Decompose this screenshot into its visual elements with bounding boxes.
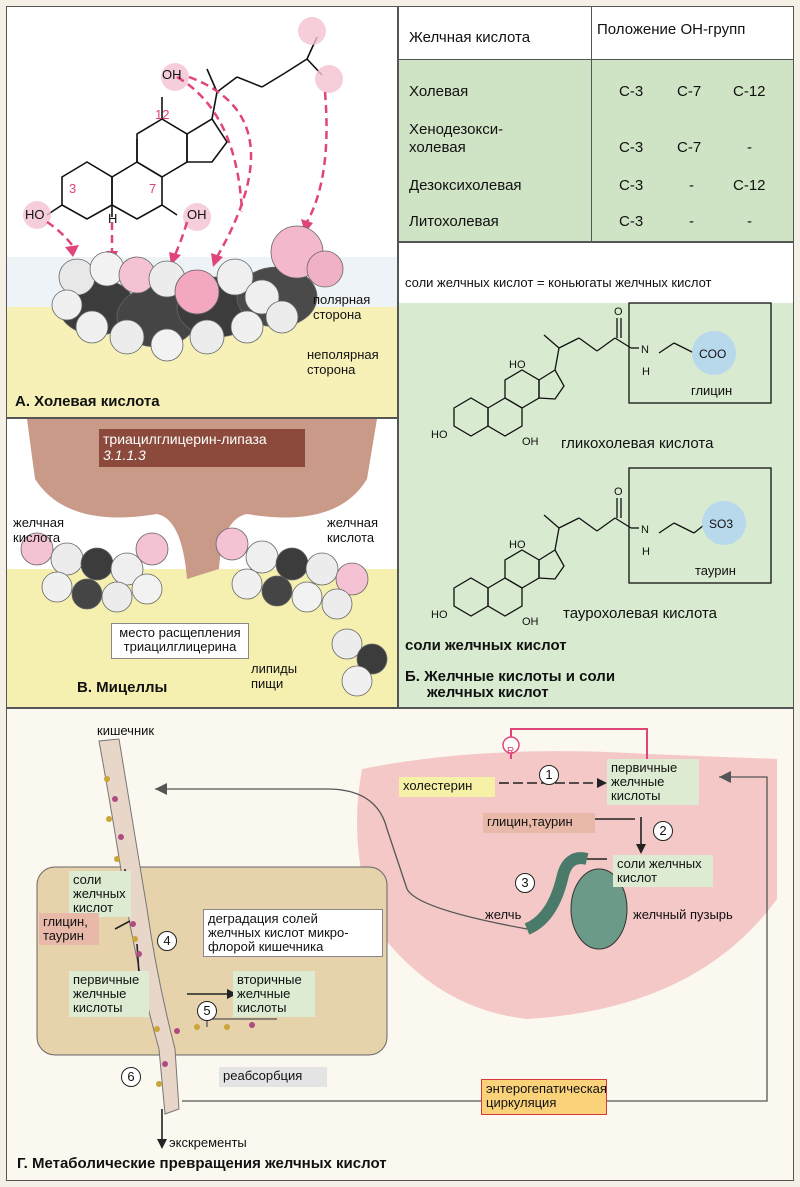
glycine-taurine-right-box: глицин,таурин xyxy=(483,813,595,833)
table-cell: C-7 xyxy=(677,83,702,100)
panel-b-bile-salts: соли желчных кислот = коньюгаты желчных … xyxy=(398,242,794,708)
table-header-acid: Желчная кислота xyxy=(409,29,531,46)
svg-text:OH: OH xyxy=(522,616,539,628)
glycine-label: глицин xyxy=(691,383,733,398)
glycocholic-acid-label: гликохолевая кислота xyxy=(561,435,714,452)
table-cell: C-3 xyxy=(619,177,644,194)
step-3: 3 xyxy=(515,873,535,893)
cholesterol-box: холестерин xyxy=(399,777,495,797)
svg-text:OH: OH xyxy=(522,436,539,448)
excrement-label: экскременты xyxy=(169,1135,247,1150)
position-12-label: 12 xyxy=(155,107,170,122)
taurocholic-acid-label: таурохолевая кислота xyxy=(563,605,718,622)
svg-text:HO: HO xyxy=(509,359,526,371)
conjugates-header: соли желчных кислот = коньюгаты желчных … xyxy=(405,275,712,290)
panel-v-title: В. Мицеллы xyxy=(77,679,168,696)
oh-right-label: OH xyxy=(187,207,207,222)
panel-g-title: Г. Метаболические превращения желчных ки… xyxy=(17,1155,387,1172)
coo-group: COO xyxy=(699,347,727,361)
table-cell: - xyxy=(747,139,752,156)
svg-text:H: H xyxy=(642,366,650,378)
ho-left-label: HO xyxy=(25,207,45,222)
table-row-name: Литохолевая xyxy=(409,213,499,230)
panel-a-title: А. Холевая кислота xyxy=(15,393,160,410)
table-cell: C-7 xyxy=(677,139,702,156)
bile-salt-structures: O O N N H H HO HO HO HO OH OH xyxy=(431,302,772,628)
table-row-name: Холевая xyxy=(409,83,469,100)
reabsorption-box: реабсорбция xyxy=(219,1067,327,1087)
intestine-label: кишечник xyxy=(97,723,155,738)
svg-text:N: N xyxy=(641,524,649,536)
oh-top-label: OH xyxy=(162,67,182,82)
svg-text:HO: HO xyxy=(509,539,526,551)
step-1: 1 xyxy=(539,765,559,785)
table-header-oh: Положение ОН-групп xyxy=(597,21,746,38)
taurine-label: таурин xyxy=(695,563,736,578)
step-5: 5 xyxy=(197,1001,217,1021)
bile-salts-footer: соли желчных кислот xyxy=(405,637,567,654)
table-cell: C-12 xyxy=(733,177,766,194)
table-cell: C-3 xyxy=(619,83,644,100)
table-row-name: Хенодезокси- холевая xyxy=(409,121,504,156)
gallbladder-label: желчный пузырь xyxy=(633,907,733,922)
position-3-label: 3 xyxy=(69,181,77,196)
glycine-taurine-left-box: глицин,таурин xyxy=(39,913,99,945)
h-label: H xyxy=(108,211,118,226)
position-7-label: 7 xyxy=(149,181,157,196)
table-cell: - xyxy=(689,213,694,230)
svg-text:HO: HO xyxy=(431,429,448,441)
step-2: 2 xyxy=(653,821,673,841)
svg-text:H: H xyxy=(642,546,650,558)
table-cell: C-12 xyxy=(733,83,766,100)
cholic-acid-structure xyxy=(7,17,397,417)
table-cell: - xyxy=(689,177,694,194)
svg-text:N: N xyxy=(641,344,649,356)
bile-acid-table: Желчная кислота Положение ОН-групп Холев… xyxy=(398,6,794,242)
svg-text:O: O xyxy=(614,306,623,318)
table-cell: - xyxy=(747,213,752,230)
table-row-name: Дезоксихолевая xyxy=(409,177,522,194)
step-4: 4 xyxy=(157,931,177,951)
bile-label: желчь xyxy=(485,907,522,922)
table-cell: C-3 xyxy=(619,213,644,230)
table-cell: C-3 xyxy=(619,139,644,156)
regulation-r-label: R xyxy=(507,746,515,757)
svg-text:O: O xyxy=(614,486,623,498)
so3-group: SO3 xyxy=(709,517,734,531)
svg-text:HO: HO xyxy=(431,609,448,621)
step-6: 6 xyxy=(121,1067,141,1087)
